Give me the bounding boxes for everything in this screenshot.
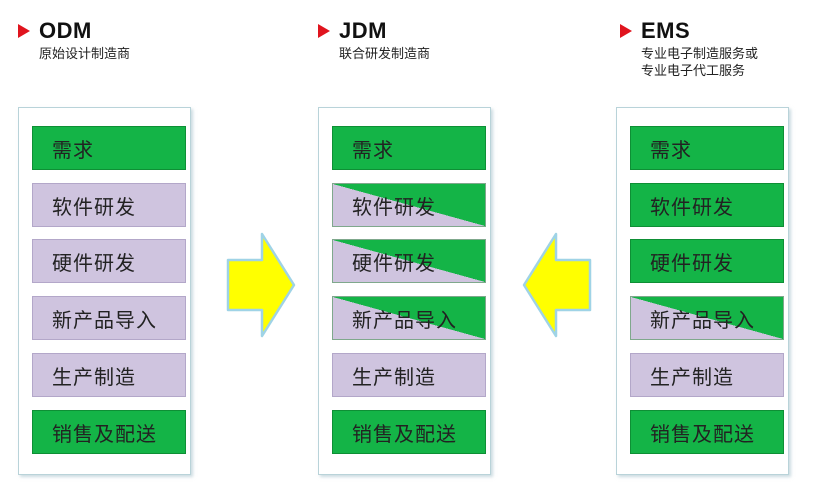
stage-box: 需求: [332, 126, 486, 170]
header-ems: EMS 专业电子制造服务或 专业电子代工服务: [620, 18, 758, 80]
model-subtitle-line-2: 专业电子代工服务: [641, 64, 746, 79]
model-subtitle: 联合研发制造商: [339, 47, 431, 62]
stage-box: 需求: [630, 126, 784, 170]
header-odm: ODM 原始设计制造商: [18, 18, 130, 63]
stage-label: 硬件研发: [650, 250, 734, 275]
model-title: JDM: [339, 18, 387, 43]
red-triangle-icon: [620, 24, 632, 38]
stage-box: 新产品导入: [630, 296, 784, 340]
stage-label: 需求: [52, 137, 94, 162]
stage-box: 硬件研发: [32, 239, 186, 283]
stage-label: 需求: [352, 137, 394, 162]
stage-box: 新产品导入: [32, 296, 186, 340]
stage-box: 硬件研发: [630, 239, 784, 283]
stage-box: 软件研发: [332, 183, 486, 227]
model-subtitle-line-1: 专业电子制造服务或: [641, 47, 759, 62]
stage-label: 软件研发: [650, 194, 734, 219]
stage-box: 生产制造: [32, 353, 186, 397]
stage-box: 需求: [32, 126, 186, 170]
stage-box: 生产制造: [630, 353, 784, 397]
ems-process-column: 需求软件研发硬件研发新产品导入生产制造销售及配送: [616, 107, 789, 475]
stage-label: 新产品导入: [650, 307, 755, 332]
stage-label: 新产品导入: [352, 307, 457, 332]
model-title: ODM: [39, 18, 92, 43]
stage-label: 软件研发: [52, 194, 136, 219]
model-title: EMS: [641, 18, 691, 43]
stage-label: 生产制造: [352, 364, 436, 389]
stage-label: 硬件研发: [52, 250, 136, 275]
stage-box: 生产制造: [332, 353, 486, 397]
stage-label: 软件研发: [352, 194, 436, 219]
stage-box: 销售及配送: [630, 410, 784, 454]
left-arrow-shape: [522, 232, 592, 338]
left-arrow-icon: [522, 232, 592, 338]
jdm-process-column: 需求软件研发硬件研发新产品导入生产制造销售及配送: [318, 107, 491, 475]
right-arrow-shape: [226, 232, 296, 338]
stage-label: 新产品导入: [52, 307, 157, 332]
red-triangle-icon: [18, 24, 30, 38]
stage-label: 销售及配送: [352, 421, 457, 446]
right-arrow-icon: [226, 232, 296, 338]
stage-label: 销售及配送: [650, 421, 755, 446]
stage-box: 软件研发: [32, 183, 186, 227]
stage-label: 需求: [650, 137, 692, 162]
red-triangle-icon: [318, 24, 330, 38]
header-jdm: JDM 联合研发制造商: [318, 18, 430, 63]
stage-label: 生产制造: [650, 364, 734, 389]
stage-box: 销售及配送: [332, 410, 486, 454]
stage-box: 新产品导入: [332, 296, 486, 340]
model-subtitle: 原始设计制造商: [39, 47, 131, 62]
odm-process-column: 需求软件研发硬件研发新产品导入生产制造销售及配送: [18, 107, 191, 475]
stage-box: 硬件研发: [332, 239, 486, 283]
stage-box: 软件研发: [630, 183, 784, 227]
stage-label: 销售及配送: [52, 421, 157, 446]
stage-box: 销售及配送: [32, 410, 186, 454]
stage-label: 硬件研发: [352, 250, 436, 275]
stage-label: 生产制造: [52, 364, 136, 389]
